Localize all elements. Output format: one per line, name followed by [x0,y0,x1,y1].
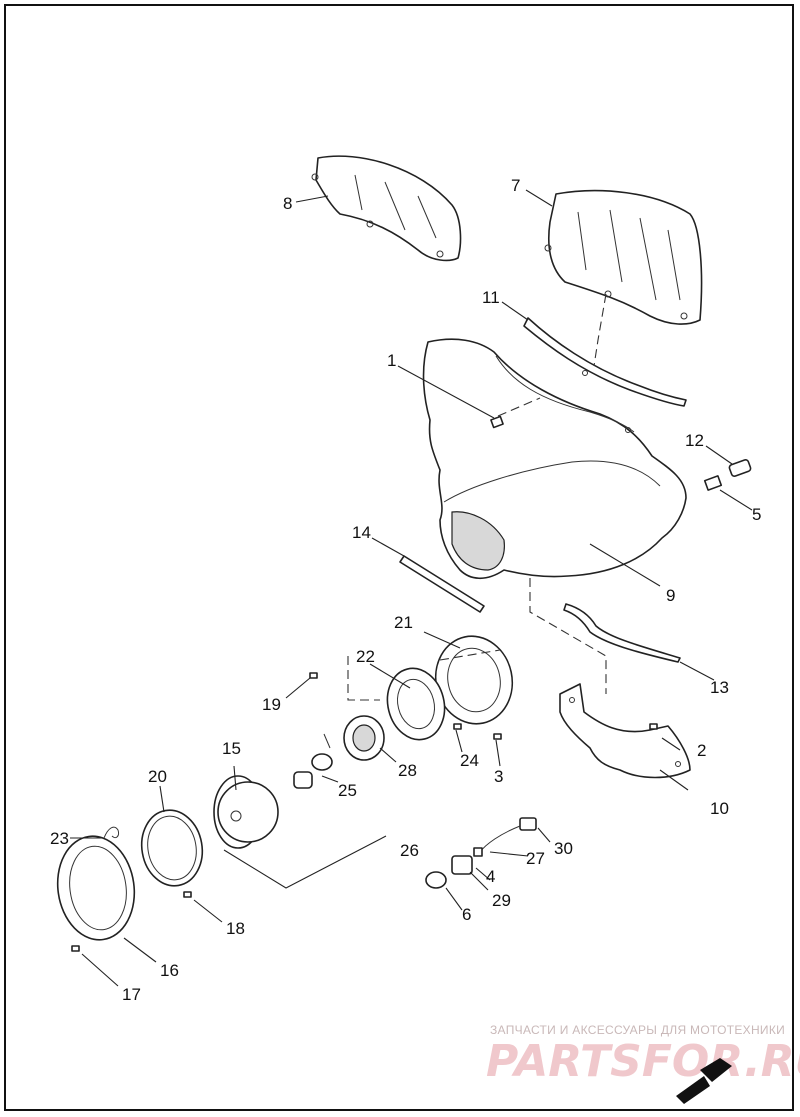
callout-25: 25 [338,781,357,800]
callout-4: 4 [486,867,495,886]
callout-24: 24 [460,751,479,770]
callout-19: 19 [262,695,281,714]
callout-21: 21 [394,613,413,632]
headlamp-15-icon [213,775,279,849]
callout-11: 11 [482,288,500,307]
bulb-6-icon [425,871,447,889]
mount-ring-22-icon [386,667,446,741]
wire-harness-30-icon [473,817,537,857]
callout-28: 28 [398,761,417,780]
callout-20: 20 [148,767,167,786]
lamp-socket-29-icon [451,855,473,875]
callout-23: 23 [50,829,69,848]
callout-22: 22 [356,647,375,666]
windshield-7-icon [544,189,703,325]
bulb-25-icon [293,733,333,789]
callout-labels: 8 7 11 1 12 5 9 14 13 21 22 19 15 20 23 … [50,176,761,1004]
callout-10: 10 [710,799,729,818]
callout-15: 15 [222,739,241,758]
fairing-9-icon [422,338,687,580]
spring-clip-23-icon [103,826,119,839]
callout-13: 13 [710,678,729,697]
watermark-tagline: ЗАПЧАСТИ И АКСЕССУАРЫ ДЛЯ МОТОТЕХНИКИ [490,1023,785,1037]
callout-14: 14 [352,523,371,542]
screw-5-icon [703,475,723,491]
callout-18: 18 [226,919,245,938]
assembly-dash-lines [347,293,607,701]
callout-7: 7 [511,176,520,195]
callout-29: 29 [492,891,511,910]
callout-17: 17 [122,985,141,1004]
callout-5: 5 [752,505,761,524]
callout-2: 2 [697,741,706,760]
callout-8: 8 [283,194,292,213]
callout-30: 30 [554,839,573,858]
callout-26: 26 [400,841,419,860]
callout-9: 9 [666,586,675,605]
trim-ring-16-icon [56,835,136,941]
screw-12-icon [728,458,752,478]
watermark: ЗАПЧАСТИ И АКСЕССУАРЫ ДЛЯ МОТОТЕХНИКИ PA… [486,1023,800,1104]
trim-strip-11-icon [523,317,687,407]
watermark-logo: PARTSFOR.RU [486,1036,800,1087]
bracket-10-icon [559,683,691,779]
screw-1-icon [490,415,504,429]
leader-lines [70,189,753,987]
retaining-ring-20-icon [140,809,204,887]
callout-16: 16 [160,961,179,980]
callout-12: 12 [685,431,704,450]
callout-27: 27 [526,849,545,868]
seal-13-icon [563,603,681,663]
watermark-mark-icon [676,1058,732,1104]
callout-1: 1 [387,351,396,370]
diagram-frame [4,4,794,1111]
bulb-housing-28-icon [343,715,385,761]
screws-icon [71,672,658,952]
callout-3: 3 [494,767,503,786]
callout-6: 6 [462,905,471,924]
seal-strip-14-icon [399,555,485,613]
windshield-8-icon [311,155,462,262]
